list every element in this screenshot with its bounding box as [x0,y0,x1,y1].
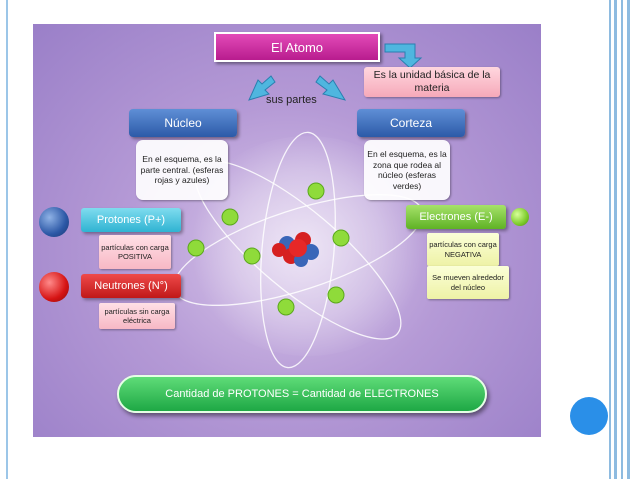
equation-box: Cantidad de PROTONES = Cantidad de ELECT… [117,375,487,413]
proton-sphere-icon [39,207,69,237]
electrones-header: Electrones (E-) [406,205,506,229]
nucleo-header: Núcleo [129,109,237,137]
slide-dot-decoration [570,397,608,435]
arrow-down-left-icon [248,75,276,101]
nucleo-description: En el esquema, es la parte central. (esf… [136,140,228,200]
protones-description: partículas con carga POSITIVA [99,235,171,269]
sus-partes-label: sus partes [266,94,317,106]
corteza-header: Corteza [357,109,465,137]
definition-box: Es la unidad básica de la materia [364,67,500,97]
atom-diagram-panel: El Atomo Es la unidad básica de la mater… [33,24,541,437]
nucleus-cluster [272,232,319,267]
neutron-sphere-icon [39,272,69,302]
neutrones-header: Neutrones (N°) [81,274,181,298]
electrones-description-2: Se mueven alrededor del núcleo [427,266,509,299]
title-box: El Atomo [214,32,380,62]
arrow-down-right-icon [315,75,347,101]
electrones-description: partículas con carga NEGATIVA [427,233,499,266]
slide-border-right [609,0,631,479]
electron-sphere-icon [511,208,529,226]
electron-spheres [187,182,350,316]
protones-header: Protones (P+) [81,208,181,232]
arrow-right-icon [384,43,423,69]
corteza-description: En el esquema, es la zona que rodea al n… [364,140,450,200]
slide-border-left [6,0,8,479]
neutrones-description: partículas sin carga eléctrica [99,303,175,329]
atom-orbits [173,43,423,369]
